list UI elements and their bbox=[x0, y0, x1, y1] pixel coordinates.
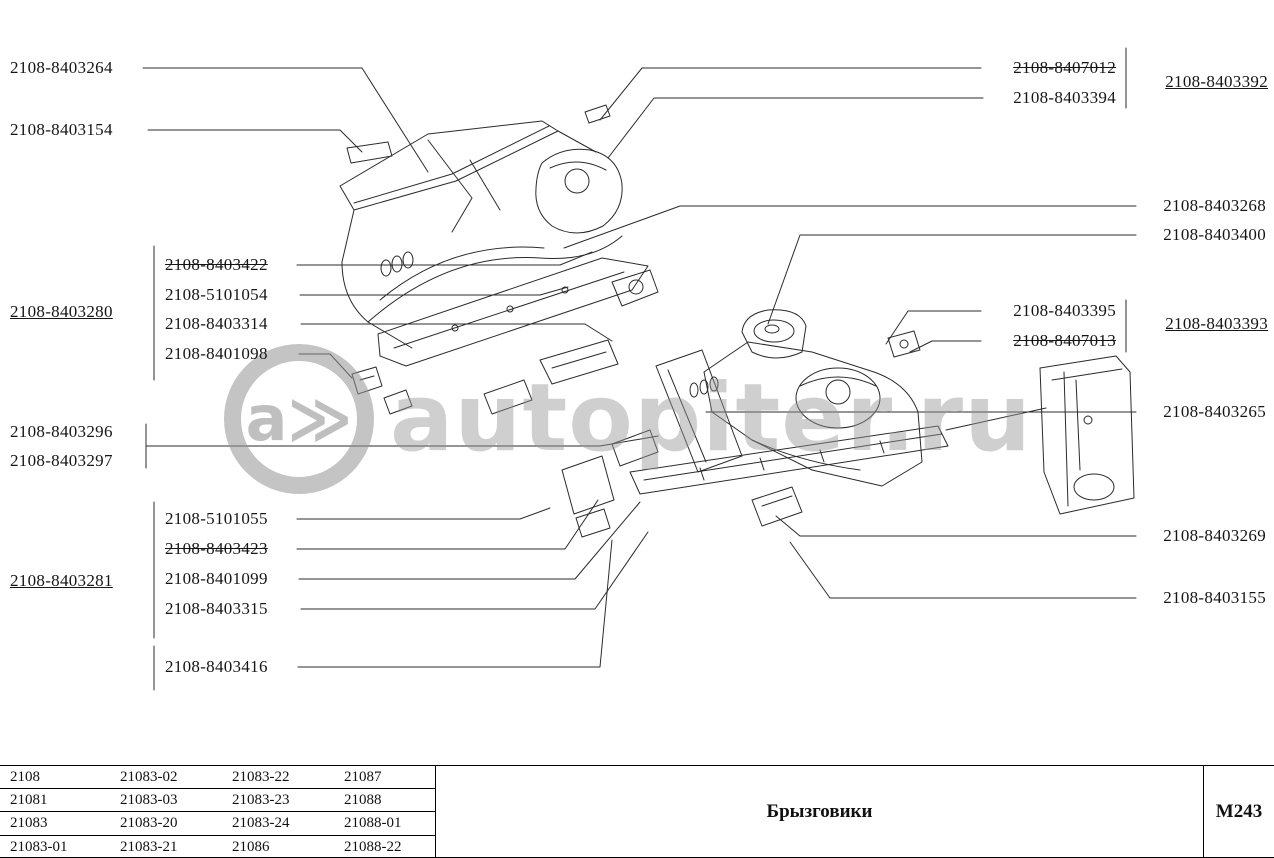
leader-2108-8403400 bbox=[767, 234, 1137, 325]
leader-2108-8403423 bbox=[296, 499, 599, 550]
leader-lines bbox=[142, 67, 1137, 668]
model-row: 21083-01 21083-21 21086 21088-22 bbox=[0, 836, 435, 858]
part-label-2108-8403265: 2108-8403265 bbox=[1163, 402, 1266, 421]
model-cell: 21088-22 bbox=[344, 838, 402, 855]
leader-2108-8403269 bbox=[775, 515, 1137, 537]
model-cell: 21081 bbox=[10, 791, 48, 808]
model-cell: 21083-02 bbox=[120, 768, 178, 785]
part-label-2108-8403400: 2108-8403400 bbox=[1163, 225, 1266, 244]
part-label-2108-8403296: 2108-8403296 bbox=[10, 422, 113, 441]
model-cell: 21088 bbox=[344, 791, 382, 808]
model-row: 21081 21083-03 21083-23 21088 bbox=[0, 789, 435, 813]
part-label-2108-5101054: 2108-5101054 bbox=[165, 285, 268, 304]
part-label-2108-8403423: 2108-8403423 bbox=[165, 539, 268, 558]
model-cell: 2108 bbox=[10, 768, 40, 785]
leader-2108-8403264 bbox=[142, 67, 429, 173]
part-label-2108-8407013: 2108-8407013 bbox=[1013, 331, 1116, 350]
leader-2108-8403416 bbox=[297, 539, 613, 668]
part-label-2108-8403297: 2108-8403297 bbox=[10, 451, 113, 470]
part-label-2108-8403281: 2108-8403281 bbox=[10, 571, 113, 590]
model-cell: 21086 bbox=[232, 838, 270, 855]
part-label-2108-8401098: 2108-8401098 bbox=[165, 344, 268, 363]
part-label-2108-8403314: 2108-8403314 bbox=[165, 314, 268, 333]
leader-2108-8403268 bbox=[563, 205, 1137, 249]
model-cell: 21083-20 bbox=[120, 814, 178, 831]
section-title: Брызговики bbox=[766, 800, 873, 822]
leader-2108-8403154 bbox=[147, 129, 363, 153]
part-label-2108-8403416: 2108-8403416 bbox=[165, 657, 268, 676]
model-cell: 21088-01 bbox=[344, 814, 402, 831]
model-row: 21083 21083-20 21083-24 21088-01 bbox=[0, 812, 435, 836]
footer-table: 2108 21083-02 21083-22 21087 21081 21083… bbox=[0, 765, 1274, 858]
right-apron-drawing bbox=[561, 309, 1135, 538]
model-cell: 21083-23 bbox=[232, 791, 290, 808]
model-list: 2108 21083-02 21083-22 21087 21081 21083… bbox=[0, 766, 436, 857]
part-label-2108-8407012: 2108-8407012 bbox=[1013, 58, 1116, 77]
part-label-2108-8403394: 2108-8403394 bbox=[1013, 88, 1116, 107]
leader-2108-8403394 bbox=[607, 97, 984, 159]
model-cell: 21083-03 bbox=[120, 791, 178, 808]
part-label-2108-5101055: 2108-5101055 bbox=[165, 509, 268, 528]
part-label-2108-8403393: 2108-8403393 bbox=[1165, 314, 1268, 333]
part-label-2108-8403422: 2108-8403422 bbox=[165, 255, 268, 274]
leader-2108-8407013 bbox=[909, 340, 982, 353]
part-label-2108-8403280: 2108-8403280 bbox=[10, 302, 113, 321]
part-label-2108-8403264: 2108-8403264 bbox=[10, 58, 113, 77]
model-cell: 21083-24 bbox=[232, 814, 290, 831]
parts-diagram bbox=[142, 47, 1137, 691]
leader-2108-8403314 bbox=[300, 323, 613, 342]
leader-2108-8403155 bbox=[789, 541, 1137, 599]
model-cell: 21083 bbox=[10, 814, 48, 831]
leader-2108-5101055 bbox=[296, 507, 551, 520]
model-row: 2108 21083-02 21083-22 21087 bbox=[0, 766, 435, 790]
part-label-2108-8403155: 2108-8403155 bbox=[1163, 588, 1266, 607]
leader-2108-8401098 bbox=[298, 353, 353, 379]
leader-2108-8403315 bbox=[300, 531, 649, 610]
leader-2108-5101054 bbox=[299, 286, 569, 296]
part-label-2108-8403154: 2108-8403154 bbox=[10, 120, 113, 139]
model-cell: 21083-21 bbox=[120, 838, 178, 855]
model-cell: 21087 bbox=[344, 768, 382, 785]
part-label-2108-8403392: 2108-8403392 bbox=[1165, 72, 1268, 91]
model-cell: 21083-22 bbox=[232, 768, 290, 785]
left-apron-drawing bbox=[339, 104, 659, 415]
part-label-2108-8403269: 2108-8403269 bbox=[1163, 526, 1266, 545]
part-label-2108-8403268: 2108-8403268 bbox=[1163, 196, 1266, 215]
part-label-2108-8401099: 2108-8401099 bbox=[165, 569, 268, 588]
model-cell: 21083-01 bbox=[10, 838, 68, 855]
page-code: М243 bbox=[1203, 766, 1274, 857]
leader-2108-8407012 bbox=[599, 67, 982, 121]
bracket-lines bbox=[145, 47, 1127, 691]
leader-2108-8403395 bbox=[885, 310, 982, 345]
part-label-2108-8403315: 2108-8403315 bbox=[165, 599, 268, 618]
leader-2108-8403422 bbox=[296, 251, 593, 266]
part-label-2108-8403395: 2108-8403395 bbox=[1013, 301, 1116, 320]
leader-2108-8401099 bbox=[298, 501, 641, 580]
leader-2108-8403296-297 bbox=[145, 435, 659, 447]
